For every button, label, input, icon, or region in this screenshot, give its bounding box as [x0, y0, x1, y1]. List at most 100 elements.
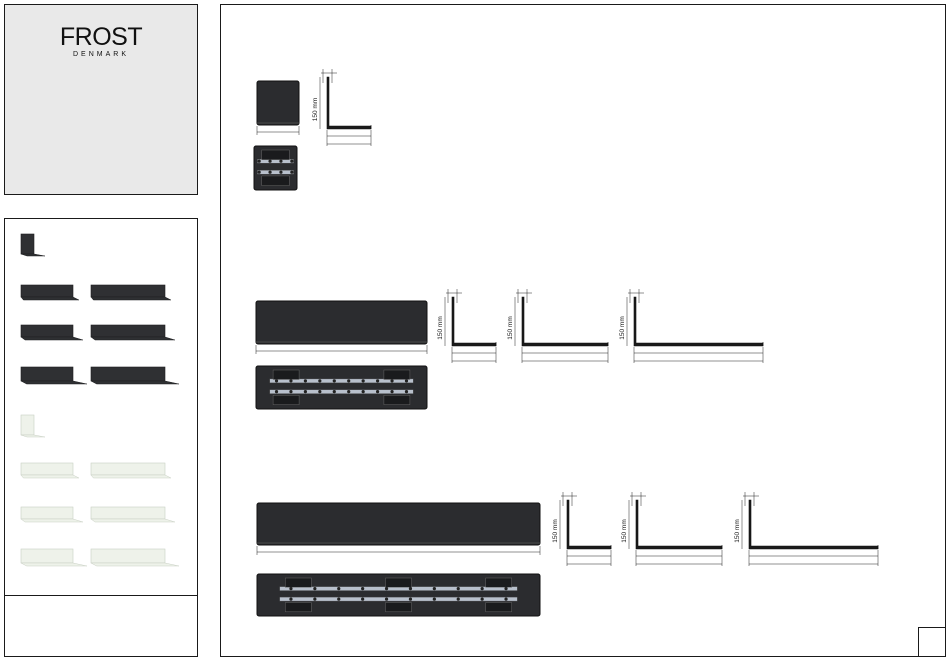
screw-hole	[337, 587, 340, 590]
height-dimension-label: 150 mm	[437, 316, 444, 339]
thumb-shelf-base	[21, 563, 87, 566]
mounting-bracket	[285, 603, 311, 612]
screw-hole	[405, 379, 408, 382]
screw-hole	[504, 587, 507, 590]
thumb-shelf-base	[91, 297, 171, 300]
screw-hole	[289, 598, 292, 601]
side-profile	[634, 297, 763, 346]
screw-hole	[290, 160, 293, 163]
mounting-rail	[257, 170, 293, 174]
mounting-bracket	[273, 395, 299, 404]
side-profile	[749, 500, 878, 549]
screw-hole	[433, 598, 436, 601]
screw-hole	[361, 598, 364, 601]
thumb-shelf-back	[21, 367, 73, 381]
screw-hole	[313, 598, 316, 601]
thumbnail-grid	[5, 219, 197, 595]
screw-hole	[258, 171, 261, 174]
mounting-bracket	[386, 578, 412, 587]
thumb-shelf-back	[91, 463, 165, 475]
screw-hole	[481, 587, 484, 590]
logo-panel: FROST DENMARK	[4, 4, 198, 195]
screw-hole	[347, 390, 350, 393]
thumb-shelf-back	[91, 325, 165, 337]
screw-hole	[313, 587, 316, 590]
screw-hole	[405, 390, 408, 393]
thumb-shelf-base	[91, 475, 171, 478]
screw-hole	[362, 379, 365, 382]
thumb-shelf-back	[21, 549, 73, 563]
thumb-shelf-back	[91, 507, 165, 519]
thumb-shelf-base	[21, 337, 83, 340]
front-view	[257, 81, 299, 125]
front-view	[257, 503, 540, 545]
screw-hole	[504, 598, 507, 601]
height-dimension-label: 150 mm	[734, 519, 741, 542]
thumb-shelf-base	[21, 435, 45, 437]
thumb-shelf-base	[21, 297, 79, 300]
thumb-shelf-back	[91, 549, 165, 563]
screw-hole	[275, 390, 278, 393]
screw-hole	[279, 171, 282, 174]
side-profile	[327, 77, 371, 129]
mounting-bracket	[273, 370, 299, 379]
mounting-bracket	[262, 176, 290, 186]
thumb-shelf-base	[21, 519, 83, 522]
screw-hole	[376, 390, 379, 393]
thumb-shelf-back	[21, 325, 73, 337]
side-profile	[636, 500, 722, 549]
side-profile	[522, 297, 608, 346]
screw-hole	[268, 171, 271, 174]
screw-hole	[275, 379, 278, 382]
thumb-shelf-back	[21, 234, 34, 254]
screw-hole	[318, 379, 321, 382]
screw-hole	[481, 598, 484, 601]
screw-hole	[304, 379, 307, 382]
mounting-bracket	[386, 603, 412, 612]
thumb-shelf-base	[91, 337, 175, 340]
front-view	[256, 301, 427, 344]
screw-hole	[333, 390, 336, 393]
height-dimension-label: 150 mm	[621, 519, 628, 542]
screw-hole	[390, 379, 393, 382]
screw-hole	[304, 390, 307, 393]
screw-hole	[385, 587, 388, 590]
thumb-shelf-base	[91, 519, 175, 522]
thumb-shelf-back	[21, 285, 73, 297]
screw-hole	[347, 379, 350, 382]
thumb-shelf-back	[21, 415, 34, 435]
screw-hole	[290, 171, 293, 174]
screw-hole	[433, 587, 436, 590]
screw-hole	[289, 379, 292, 382]
screw-hole	[457, 598, 460, 601]
screw-hole	[409, 598, 412, 601]
screw-hole	[318, 390, 321, 393]
screw-hole	[333, 379, 336, 382]
screw-hole	[457, 587, 460, 590]
mounting-bracket	[486, 578, 512, 587]
height-dimension-label: 150 mm	[312, 98, 319, 121]
thumb-shelf-back	[91, 285, 165, 297]
screw-hole	[337, 598, 340, 601]
thumb-shelf-base	[21, 475, 79, 478]
mounting-bracket	[384, 370, 410, 379]
thumb-shelf-base	[91, 563, 179, 566]
thumb-shelf-back	[91, 367, 165, 381]
brand-subtitle: DENMARK	[5, 51, 197, 58]
screw-hole	[385, 598, 388, 601]
mounting-bracket	[486, 603, 512, 612]
product-thumbnail-panel	[4, 218, 198, 657]
screw-hole	[390, 390, 393, 393]
screw-hole	[409, 587, 412, 590]
screw-hole	[289, 587, 292, 590]
mounting-bracket	[384, 395, 410, 404]
title-block-corner	[918, 627, 946, 657]
thumb-shelf-back	[21, 463, 73, 475]
side-profile	[567, 500, 611, 549]
thumb-shelf-base	[21, 254, 45, 256]
screw-hole	[361, 587, 364, 590]
height-dimension-label: 150 mm	[619, 316, 626, 339]
side-profile	[452, 297, 496, 346]
